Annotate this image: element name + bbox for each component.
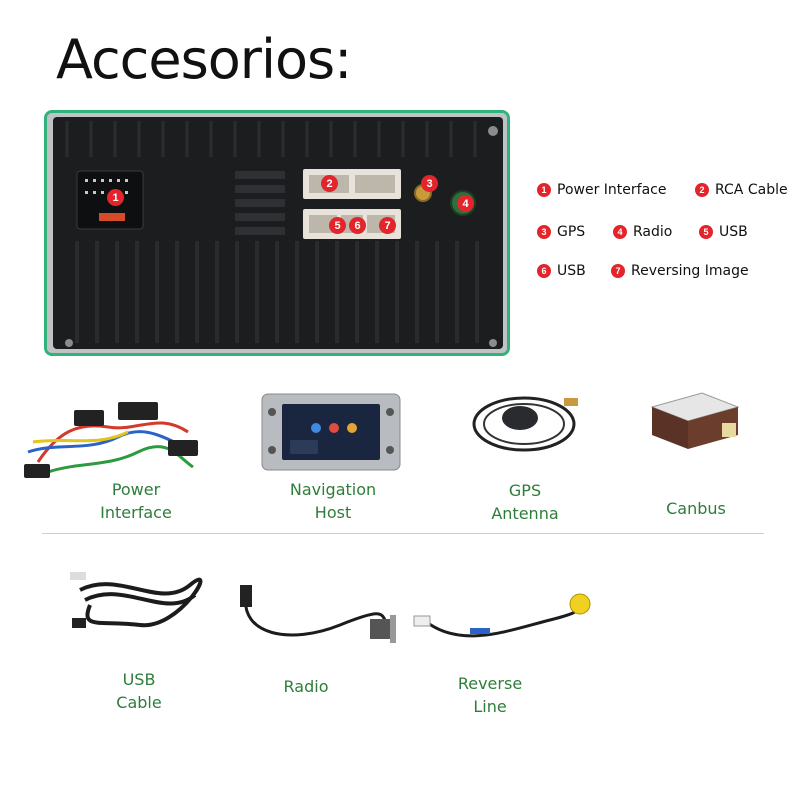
- usb-cable-image: [70, 572, 203, 628]
- canbus-box-image: [650, 392, 740, 449]
- legend-num: 1: [537, 183, 551, 197]
- legend-num: 3: [537, 225, 551, 239]
- marker-4: 4: [457, 195, 474, 212]
- radio-adapter-image: [240, 585, 396, 643]
- legend-label: RCA Cable: [715, 182, 788, 198]
- legend-item-5: 5 USB: [699, 224, 748, 240]
- accessory-label: Navigation Host: [289, 480, 377, 522]
- reverse-cable-image: [413, 593, 591, 638]
- legend-item-4: 4 Radio: [613, 224, 672, 240]
- legend-item-1: 1 Power Interface: [537, 182, 666, 198]
- accessory-label: Canbus: [666, 499, 726, 518]
- legend-item-7: 7 Reversing Image: [611, 263, 749, 279]
- legend-label: GPS: [557, 224, 586, 240]
- accessory-power-interface: Power Interface: [18, 392, 208, 532]
- rear-panel-image: 1 2 3 4 5 6 7: [44, 110, 510, 356]
- head-unit-image: [261, 393, 401, 471]
- legend-num: 4: [613, 225, 627, 239]
- legend-num: 7: [611, 264, 625, 278]
- page-title: Accesorios:: [56, 28, 352, 91]
- marker-3: 3: [421, 175, 438, 192]
- legend-label: Reversing Image: [631, 263, 749, 279]
- accessory-reverse-line: Reverse Line: [410, 590, 610, 720]
- section-divider: [42, 533, 764, 534]
- accessory-label: Power Interface: [100, 480, 172, 522]
- marker-5: 5: [329, 217, 346, 234]
- accessory-usb-cable: USB Cable: [60, 570, 210, 720]
- legend-label: Power Interface: [557, 182, 667, 198]
- legend-num: 5: [699, 225, 713, 239]
- legend-item-3: 3 GPS: [537, 224, 585, 240]
- power-harness-image: [24, 402, 199, 478]
- legend-item-6: 6 USB: [537, 263, 586, 279]
- accessory-navigation-host: Navigation Host: [258, 392, 408, 532]
- legend-label: USB: [719, 224, 748, 240]
- legend-num: 6: [537, 264, 551, 278]
- accessory-label: GPS Antenna: [491, 481, 559, 523]
- rear-panel-drawing: [47, 113, 507, 353]
- accessory-label: Reverse Line: [457, 674, 523, 716]
- marker-7: 7: [379, 217, 396, 234]
- legend-item-2: 2 RCA Cable: [695, 182, 788, 198]
- legend-label: Radio: [633, 224, 673, 240]
- accessory-label: Radio: [283, 677, 329, 696]
- marker-6: 6: [349, 217, 366, 234]
- marker-2: 2: [321, 175, 338, 192]
- marker-1: 1: [107, 189, 124, 206]
- gps-antenna-image: [472, 396, 578, 452]
- accessory-radio: Radio: [230, 585, 410, 715]
- legend-label: USB: [557, 263, 586, 279]
- accessory-gps-antenna: GPS Antenna: [468, 384, 582, 534]
- accessory-canbus: Canbus: [636, 385, 756, 525]
- accessory-label: USB Cable: [116, 670, 162, 712]
- legend-num: 2: [695, 183, 709, 197]
